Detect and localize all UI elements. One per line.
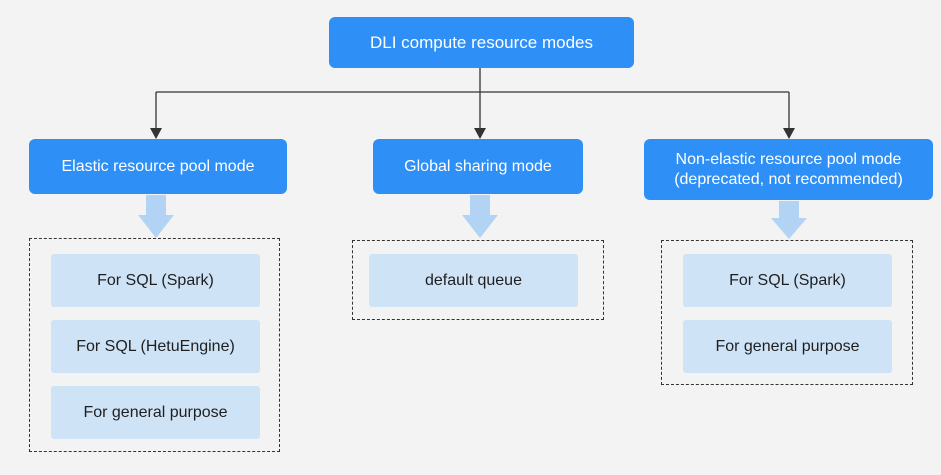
mode-global-title: Global sharing mode bbox=[373, 139, 583, 194]
global-item-default-queue: default queue bbox=[369, 254, 578, 307]
mode-elastic-title: Elastic resource pool mode bbox=[29, 139, 287, 194]
arrowhead-nonelastic bbox=[783, 128, 795, 139]
elastic-items-group bbox=[29, 238, 280, 452]
mode-nonelastic-label-line1: Non-elastic resource pool mode bbox=[675, 150, 902, 168]
mode-nonelastic-label-line2: (deprecated, not recommended) bbox=[674, 170, 903, 188]
block-arrow-elastic bbox=[138, 195, 174, 238]
global-item-default-queue-label: default queue bbox=[425, 271, 522, 289]
arrowhead-elastic bbox=[150, 128, 162, 139]
elastic-item-general: For general purpose bbox=[51, 386, 260, 439]
block-arrow-global bbox=[462, 195, 498, 238]
nonelastic-items-group bbox=[661, 240, 913, 385]
arrowhead-global bbox=[474, 128, 486, 139]
elastic-item-sql-hetuengine-label: For SQL (HetuEngine) bbox=[76, 337, 235, 355]
nonelastic-item-sql-spark-label: For SQL (Spark) bbox=[729, 271, 846, 289]
nonelastic-item-sql-spark: For SQL (Spark) bbox=[683, 254, 892, 307]
mode-global-label: Global sharing mode bbox=[404, 157, 552, 175]
elastic-item-general-label: For general purpose bbox=[83, 403, 228, 421]
mode-elastic-label: Elastic resource pool mode bbox=[61, 157, 255, 175]
elastic-item-sql-spark-label: For SQL (Spark) bbox=[97, 271, 214, 289]
global-items-group bbox=[352, 240, 604, 320]
block-arrow-nonelastic bbox=[771, 201, 807, 239]
nonelastic-item-general: For general purpose bbox=[683, 320, 892, 373]
elastic-item-sql-spark: For SQL (Spark) bbox=[51, 254, 260, 307]
nonelastic-item-general-label: For general purpose bbox=[715, 337, 860, 355]
root-label: DLI compute resource modes bbox=[370, 33, 593, 52]
root-node: DLI compute resource modes bbox=[329, 17, 634, 68]
elastic-item-sql-hetuengine: For SQL (HetuEngine) bbox=[51, 320, 260, 373]
mode-nonelastic-title: Non-elastic resource pool mode (deprecat… bbox=[644, 139, 933, 200]
